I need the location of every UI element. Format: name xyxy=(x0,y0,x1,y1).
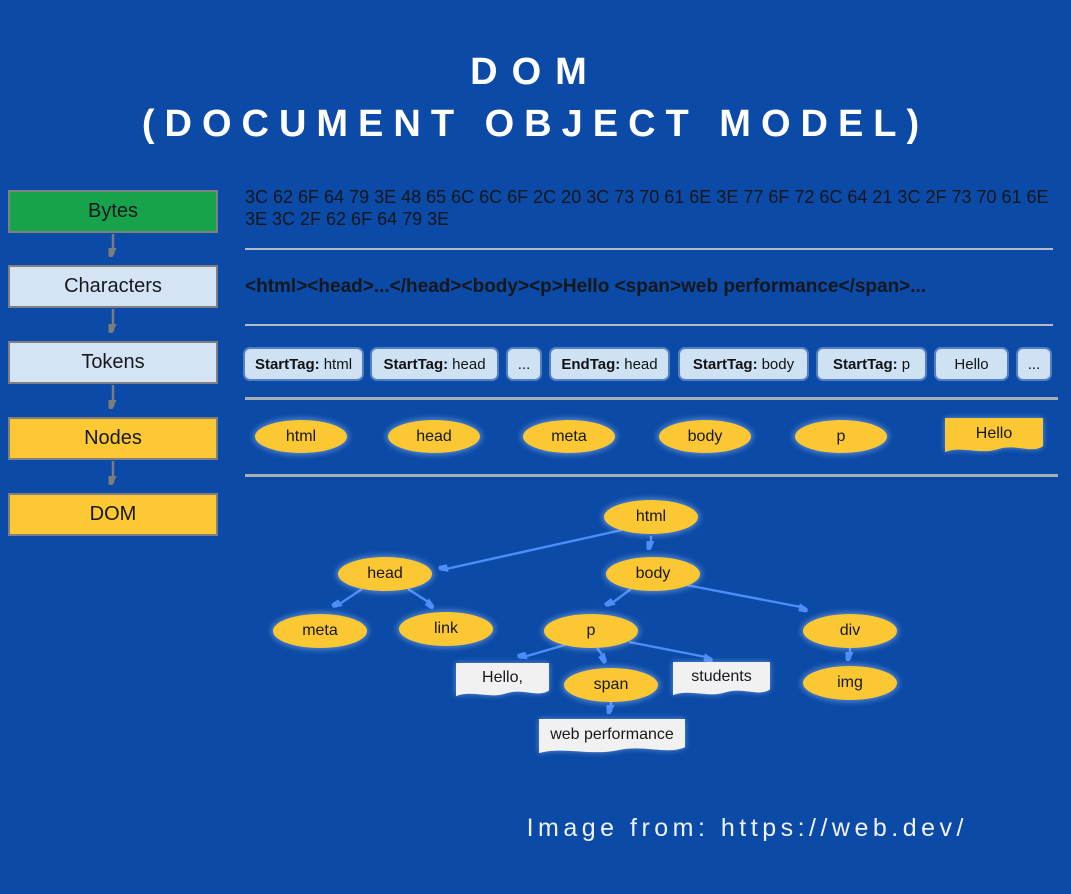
title-line-2: (DOCUMENT OBJECT MODEL) xyxy=(141,103,930,145)
pipeline-stage-nodes: Nodes xyxy=(8,417,218,460)
characters-markup-text: <html><head>...</head><body><p>Hello <sp… xyxy=(245,276,927,297)
token-value: Hello xyxy=(954,355,989,373)
text-node-label: Hello xyxy=(975,424,1013,442)
token-starttag-body: StartTag:body xyxy=(680,349,807,379)
divider xyxy=(245,324,1053,326)
node-textshape-hello: Hello xyxy=(945,418,1043,457)
pipeline-stage-bytes: Bytes xyxy=(8,190,218,233)
token-type: StartTag: xyxy=(383,355,449,373)
token-endtag-head: EndTag:head xyxy=(551,349,668,379)
tree-node-link: link xyxy=(399,612,493,646)
tree-node-p: p xyxy=(544,614,638,648)
wavy-text-node-shape xyxy=(456,663,549,697)
token-type: StartTag: xyxy=(832,355,898,373)
tree-node-img: img xyxy=(803,666,897,700)
token-value: ... xyxy=(1027,355,1041,373)
wavy-text-node-shape xyxy=(539,719,685,754)
token-value: p xyxy=(901,355,911,373)
node-ellipse-body: body xyxy=(659,420,751,453)
token-ellipsis: ... xyxy=(1018,349,1050,379)
token-starttag-head: StartTag:head xyxy=(372,349,497,379)
divider xyxy=(245,248,1053,250)
token-value: html xyxy=(323,355,353,373)
divider xyxy=(245,397,1058,400)
bytes-hex-text: 3C 62 6F 64 79 3E 48 65 6C 6C 6F 2C 20 3… xyxy=(245,187,1049,229)
token-value: head xyxy=(624,355,658,373)
tree-node-html: html xyxy=(604,500,698,534)
node-ellipse-meta: meta xyxy=(523,420,615,453)
tree-node-div: div xyxy=(803,614,897,648)
token-starttag-p: StartTag:p xyxy=(818,349,925,379)
pipeline-stage-characters: Characters xyxy=(8,265,218,308)
token-type: StartTag: xyxy=(254,355,320,373)
tree-textnode-hello: Hello, xyxy=(456,663,549,701)
pipeline-stage-tokens: Tokens xyxy=(8,341,218,384)
page-title: DOM (DOCUMENT OBJECT MODEL) xyxy=(0,46,1071,150)
token-value: ... xyxy=(517,355,531,373)
token-value: head xyxy=(452,355,486,373)
token-value: body xyxy=(761,355,795,373)
text-node-label: web performance xyxy=(550,725,674,743)
text-node-label: students xyxy=(691,668,752,685)
token-starttag-html: StartTag:html xyxy=(245,349,362,379)
node-ellipse-head: head xyxy=(388,420,480,453)
pipeline-stage-dom: DOM xyxy=(8,493,218,536)
node-ellipse-p: p xyxy=(795,420,887,453)
node-ellipse-html: html xyxy=(255,420,347,453)
wavy-text-node-shape xyxy=(945,418,1043,453)
token-ellipsis: ... xyxy=(508,349,540,379)
token-type: StartTag: xyxy=(692,355,758,373)
tree-node-meta: meta xyxy=(273,614,367,648)
divider xyxy=(245,474,1058,477)
tree-textnode-web-performance: web performance xyxy=(539,719,685,758)
title-line-1: DOM xyxy=(470,51,601,93)
tree-node-span: span xyxy=(564,668,658,702)
tree-node-body: body xyxy=(606,557,700,591)
token-type: EndTag: xyxy=(561,355,621,373)
tree-node-head: head xyxy=(338,557,432,591)
wavy-text-node-shape xyxy=(673,662,770,696)
text-node-label: Hello, xyxy=(482,669,523,686)
tree-textnode-students: students xyxy=(673,662,770,700)
attribution-text: Image from: https://web.dev/ xyxy=(526,814,968,842)
token-hello: Hello xyxy=(936,349,1007,379)
